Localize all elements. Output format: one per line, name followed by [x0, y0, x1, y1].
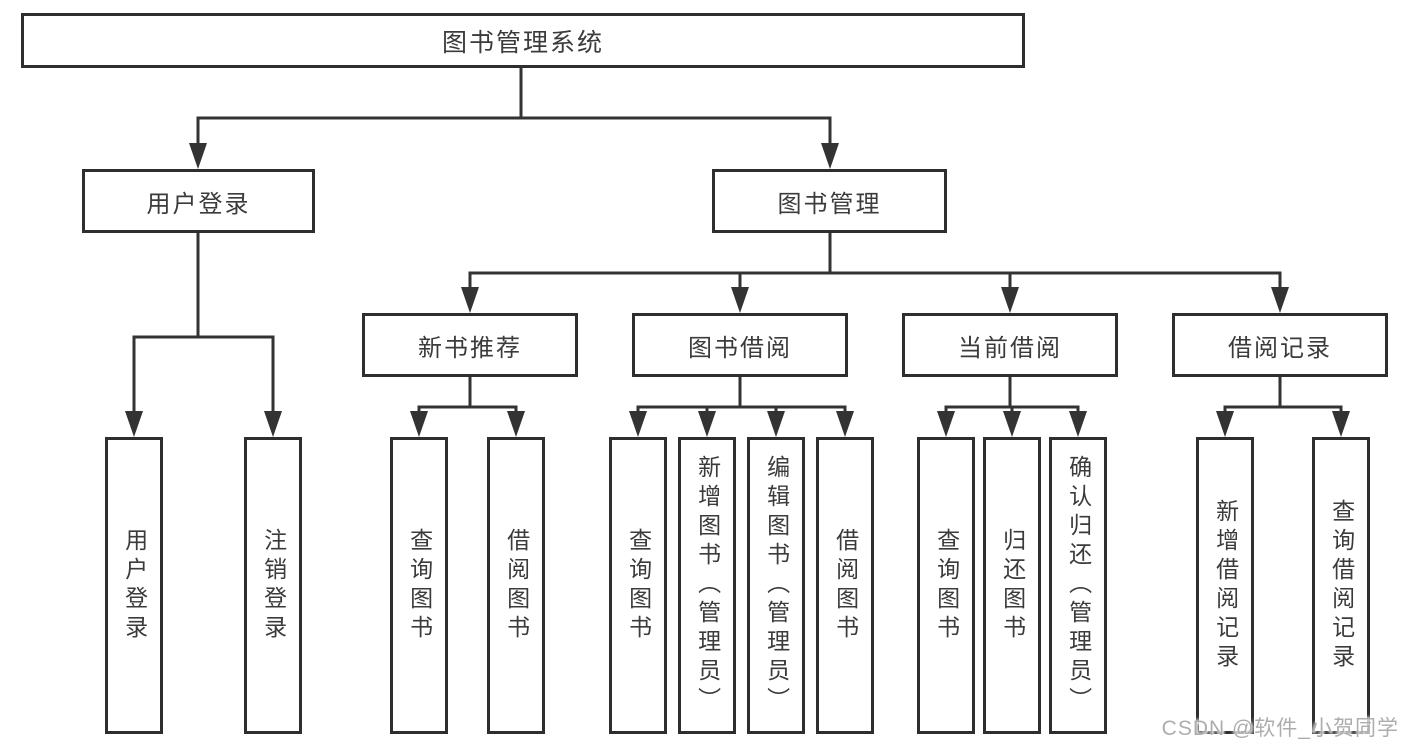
node-leaf-edit-books-admin: 编辑图书（管理员）: [747, 437, 805, 734]
node-new-book-recommendation: 新书推荐: [362, 313, 578, 377]
node-leaf-query-books: 查询图书: [390, 437, 448, 734]
node-label: 借阅图书: [832, 527, 859, 644]
node-label: 图书借阅: [688, 334, 792, 362]
node-label: 编辑图书（管理员）: [763, 455, 790, 716]
node-borrowing-records: 借阅记录: [1172, 313, 1388, 377]
node-current-borrowing: 当前借阅: [902, 313, 1118, 377]
node-label: 图书管理: [777, 190, 882, 218]
node-leaf-add-borrow-record: 新增借阅记录: [1196, 437, 1254, 734]
node-label: 新增借阅记录: [1212, 498, 1239, 673]
node-label: 新增图书（管理员）: [694, 455, 721, 716]
node-label: 借阅图书: [503, 527, 530, 644]
node-label: 当前借阅: [958, 334, 1062, 362]
node-leaf-confirm-return-admin: 确认归还（管理员）: [1049, 437, 1107, 734]
node-label: 查询图书: [625, 527, 652, 644]
node-book-management: 图书管理: [712, 169, 947, 233]
node-label: 新书推荐: [418, 334, 522, 362]
node-leaf-query-books: 查询图书: [609, 437, 667, 734]
node-label: 查询图书: [933, 527, 960, 644]
node-user-login: 用户登录: [82, 169, 315, 233]
node-label: 确认归还（管理员）: [1065, 455, 1092, 716]
node-book-borrowing: 图书借阅: [632, 313, 848, 377]
node-leaf-logout: 注销登录: [244, 437, 302, 734]
csdn-watermark: CSDN @软件_小贺同学: [1161, 717, 1399, 740]
node-leaf-add-books-admin: 新增图书（管理员）: [678, 437, 736, 734]
node-leaf-user-login: 用户登录: [105, 437, 163, 734]
node-label: 归还图书: [999, 527, 1026, 644]
arrowheads: [125, 143, 1350, 437]
node-leaf-return-books: 归还图书: [983, 437, 1041, 734]
node-leaf-borrow-books: 借阅图书: [487, 437, 545, 734]
node-label: 借阅记录: [1228, 334, 1332, 362]
node-label: 用户登录: [121, 527, 148, 644]
node-leaf-borrow-books: 借阅图书: [816, 437, 874, 734]
node-library-system: 图书管理系统: [21, 13, 1025, 68]
node-label: 图书管理系统: [441, 28, 604, 57]
node-label: 用户登录: [146, 190, 251, 218]
node-label: 查询图书: [406, 527, 433, 644]
node-label: 注销登录: [260, 527, 287, 644]
node-label: 查询借阅记录: [1328, 498, 1355, 673]
node-leaf-query-borrow-record: 查询借阅记录: [1312, 437, 1370, 734]
node-leaf-query-books: 查询图书: [917, 437, 975, 734]
